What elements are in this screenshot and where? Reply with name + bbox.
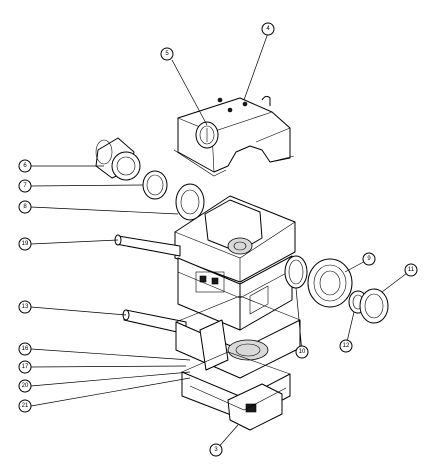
callout-label-21: 21 — [22, 403, 29, 409]
callout-label-16: 16 — [22, 346, 29, 352]
callout-6: 6 — [18, 159, 32, 173]
callout-label-5: 5 — [165, 51, 169, 57]
callout-label-9: 9 — [367, 256, 371, 262]
callout-13: 13 — [18, 300, 32, 314]
callout-label-3: 3 — [214, 447, 218, 453]
top-cover-part — [173, 95, 295, 177]
callout-8: 8 — [18, 200, 32, 214]
callout-label-4: 4 — [266, 26, 270, 32]
seal-ring-part — [142, 170, 168, 200]
flanged-sleeve-part — [95, 137, 141, 181]
callout-12: 12 — [339, 339, 353, 353]
callout-label-7: 7 — [23, 183, 27, 189]
callout-label-12: 12 — [343, 343, 350, 349]
main-housing-part — [174, 195, 296, 331]
leader-lines — [30, 32, 412, 451]
long-shaft-part — [114, 234, 181, 257]
callout-9: 9 — [362, 252, 376, 266]
end-cap-part — [359, 288, 389, 324]
callout-20: 20 — [18, 379, 32, 393]
callout-label-19: 19 — [22, 241, 29, 247]
callout-21: 21 — [18, 399, 32, 413]
callout-label-20: 20 — [22, 383, 29, 389]
callout-19: 19 — [18, 237, 32, 251]
callout-5: 5 — [160, 47, 174, 61]
callout-7: 7 — [18, 179, 32, 193]
callout-4: 4 — [261, 22, 275, 36]
lower-gearbox-part — [175, 295, 301, 431]
callout-16: 16 — [18, 342, 32, 356]
flange-cover-part — [307, 258, 353, 308]
bearing-ring-part — [175, 183, 205, 221]
callout-3: 3 — [209, 443, 223, 457]
callout-label-10: 10 — [299, 349, 306, 355]
callout-label-6: 6 — [23, 163, 27, 169]
callout-11: 11 — [404, 263, 418, 277]
callout-label-8: 8 — [23, 204, 27, 210]
callout-10: 10 — [295, 345, 309, 359]
callout-label-11: 11 — [408, 267, 415, 273]
callout-label-13: 13 — [22, 304, 29, 310]
callout-label-17: 17 — [22, 364, 29, 370]
gasket-part — [284, 255, 308, 289]
callout-17: 17 — [18, 360, 32, 374]
